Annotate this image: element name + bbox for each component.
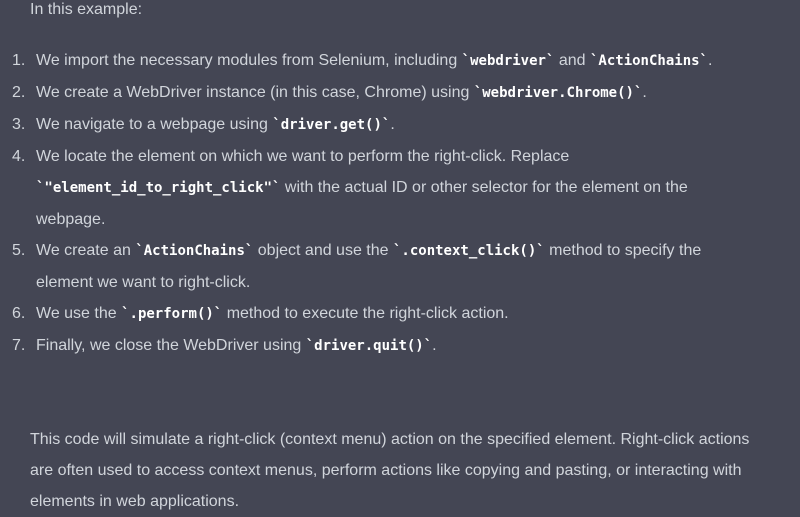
text: . <box>708 52 713 69</box>
item-number: 5. <box>12 242 26 259</box>
text: We use the <box>36 305 122 322</box>
inline-code: `webdriver` <box>461 53 555 69</box>
text: We navigate to a webpage using <box>36 116 273 133</box>
text: and <box>554 52 590 69</box>
inline-code: `webdriver.Chrome()` <box>473 85 643 101</box>
inline-code: `ActionChains` <box>589 53 708 69</box>
inline-code: `.perform()` <box>121 306 223 322</box>
list-item: 4. We locate the element on which we want… <box>0 141 760 235</box>
text: with the actual ID or other selector for… <box>36 179 688 228</box>
intro-text: In this example: <box>30 1 143 18</box>
text: We import the necessary modules from Sel… <box>36 52 462 69</box>
text: Finally, we close the WebDriver using <box>36 337 306 354</box>
steps-list: 1. We import the necessary modules from S… <box>0 45 760 362</box>
text: object and use the <box>253 242 393 259</box>
item-number: 2. <box>12 84 26 101</box>
inline-code: `.context_click()` <box>392 243 545 259</box>
text: We locate the element on which we want t… <box>36 148 570 165</box>
text: . <box>432 337 437 354</box>
item-number: 7. <box>12 337 26 354</box>
text: We create an <box>36 242 136 259</box>
text: We create a WebDriver instance (in this … <box>36 84 474 101</box>
item-number: 1. <box>12 52 26 69</box>
list-item: 7.Finally, we close the WebDriver using … <box>0 330 760 362</box>
text: . <box>390 116 395 133</box>
text: method to specify the element we want to… <box>36 242 702 291</box>
list-item: 5. We create an `ActionChains` object and… <box>0 235 760 298</box>
list-item: 2. We create a WebDriver instance (in thi… <box>0 77 760 109</box>
summary-paragraph: This code will simulate a right-click (c… <box>30 431 750 510</box>
list-item: 1. We import the necessary modules from S… <box>0 45 760 77</box>
inline-code: `driver.quit()` <box>305 338 433 354</box>
text: method to execute the right-click action… <box>222 305 509 322</box>
item-number: 6. <box>12 305 26 322</box>
list-item: 3. We navigate to a webpage using `driver… <box>0 109 760 141</box>
inline-code: `"element_id_to_right_click"` <box>36 180 281 196</box>
inline-code: `ActionChains` <box>135 243 254 259</box>
item-number: 4. <box>12 148 26 165</box>
item-number: 3. <box>12 116 26 133</box>
list-item: 6. We use the `.perform()` method to exec… <box>0 298 760 330</box>
inline-code: `driver.get()` <box>272 117 391 133</box>
text: . <box>642 84 647 101</box>
